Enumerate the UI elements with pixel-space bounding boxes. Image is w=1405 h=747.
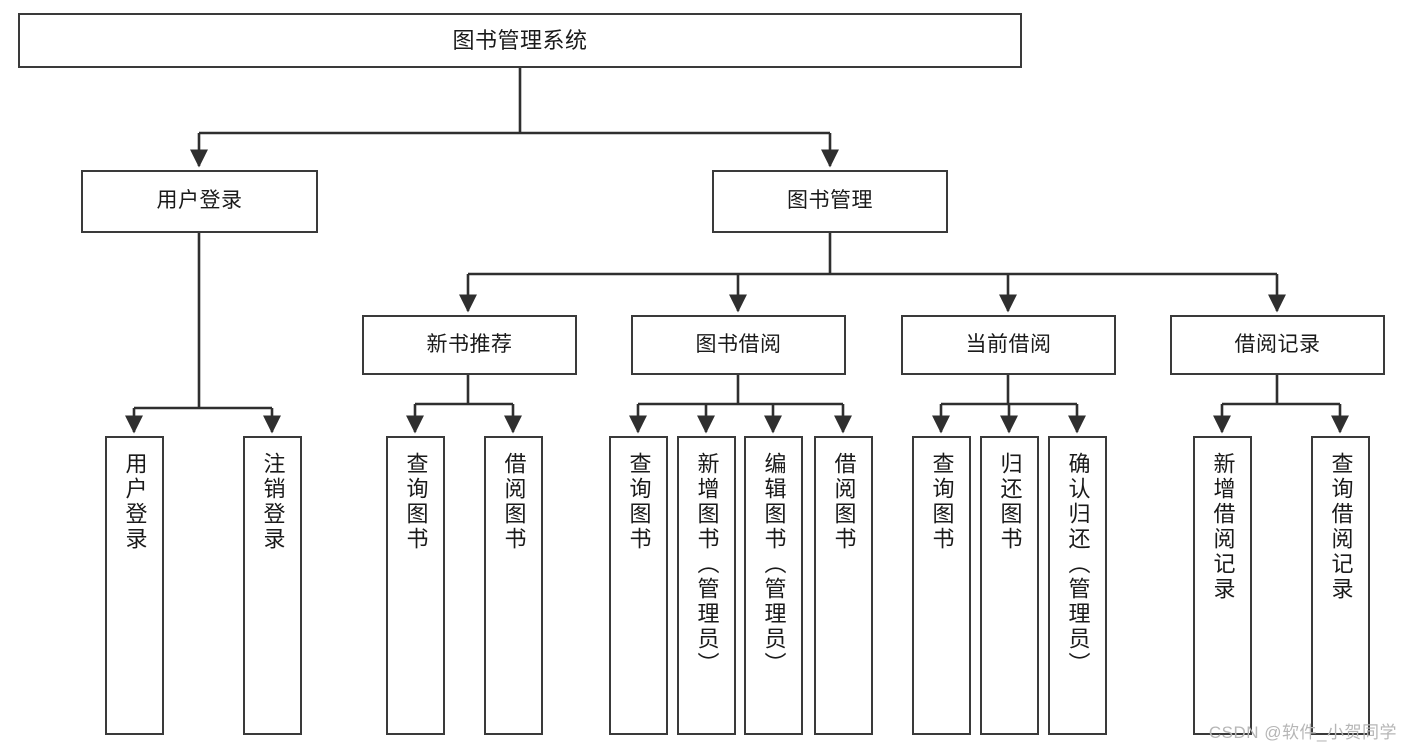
node-leaf-logout[interactable]: 注销登录 (243, 436, 302, 735)
node-user-login[interactable]: 用户登录 (81, 170, 318, 233)
node-root[interactable]: 图书管理系统 (18, 13, 1022, 68)
node-leaf-confirm-return-label: 确认归还（管理员） (1065, 452, 1091, 677)
node-book-borrow[interactable]: 图书借阅 (631, 315, 846, 375)
node-new-book-rec[interactable]: 新书推荐 (362, 315, 577, 375)
node-leaf-add-record[interactable]: 新增借阅记录 (1193, 436, 1252, 735)
node-leaf-logout-label: 注销登录 (260, 452, 286, 552)
node-borrow-record-label: 借阅记录 (1234, 332, 1321, 356)
node-leaf-add-book[interactable]: 新增图书（管理员） (677, 436, 736, 735)
node-leaf-borrow-book-1[interactable]: 借阅图书 (484, 436, 543, 735)
node-leaf-query-book-3[interactable]: 查询图书 (912, 436, 971, 735)
node-leaf-query-book-1-label: 查询图书 (403, 452, 429, 552)
node-leaf-query-book-3-label: 查询图书 (929, 452, 955, 552)
node-leaf-return-book-label: 归还图书 (997, 452, 1023, 552)
node-leaf-query-record-label: 查询借阅记录 (1328, 452, 1354, 602)
node-book-borrow-label: 图书借阅 (695, 332, 782, 356)
node-leaf-borrow-book-1-label: 借阅图书 (501, 452, 527, 552)
node-leaf-borrow-book-2[interactable]: 借阅图书 (814, 436, 873, 735)
node-leaf-query-book-2-label: 查询图书 (626, 452, 652, 552)
node-leaf-return-book[interactable]: 归还图书 (980, 436, 1039, 735)
node-book-manage-label: 图书管理 (787, 189, 873, 213)
node-user-login-label: 用户登录 (156, 189, 243, 213)
node-leaf-user-login[interactable]: 用户登录 (105, 436, 164, 735)
node-leaf-edit-book-label: 编辑图书（管理员） (761, 452, 787, 677)
node-leaf-confirm-return[interactable]: 确认归还（管理员） (1048, 436, 1107, 735)
node-leaf-add-record-label: 新增借阅记录 (1210, 452, 1236, 602)
node-leaf-add-book-label: 新增图书（管理员） (694, 452, 720, 677)
node-current-borrow[interactable]: 当前借阅 (901, 315, 1116, 375)
node-borrow-record[interactable]: 借阅记录 (1170, 315, 1385, 375)
node-current-borrow-label: 当前借阅 (965, 332, 1052, 356)
node-book-manage[interactable]: 图书管理 (712, 170, 948, 233)
watermark-text: CSDN @软件_小贺同学 (1208, 723, 1397, 742)
node-leaf-borrow-book-2-label: 借阅图书 (831, 452, 857, 552)
node-leaf-user-login-label: 用户登录 (122, 452, 148, 552)
node-root-label: 图书管理系统 (452, 27, 588, 53)
node-leaf-query-book-1[interactable]: 查询图书 (386, 436, 445, 735)
node-new-book-rec-label: 新书推荐 (426, 332, 513, 356)
node-leaf-edit-book[interactable]: 编辑图书（管理员） (744, 436, 803, 735)
node-leaf-query-record[interactable]: 查询借阅记录 (1311, 436, 1370, 735)
node-leaf-query-book-2[interactable]: 查询图书 (609, 436, 668, 735)
